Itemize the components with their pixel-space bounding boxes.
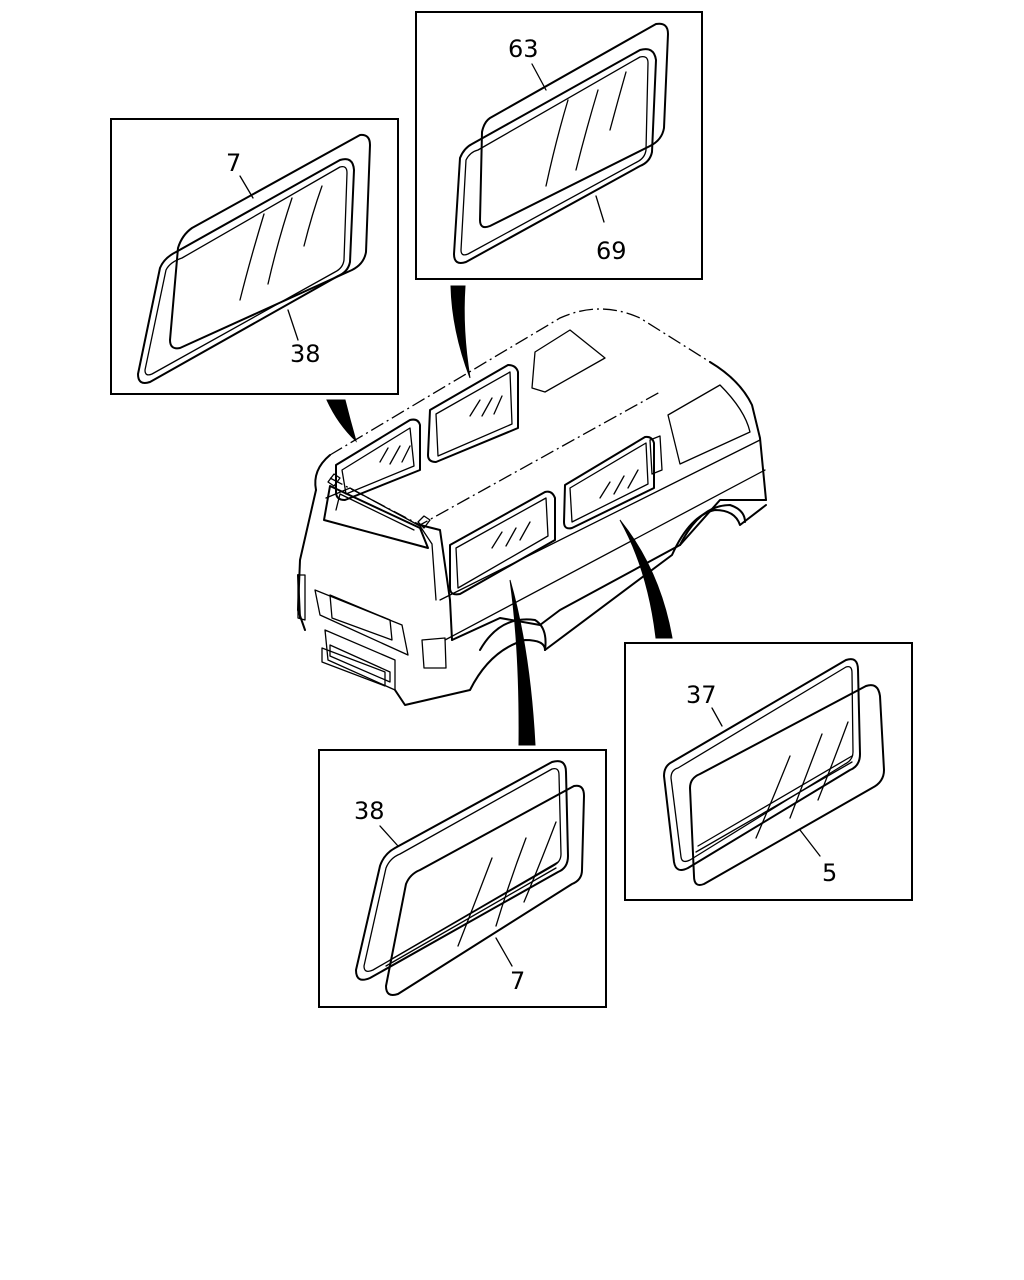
callout-7-top-left: 7 [226, 149, 241, 177]
callout-37-bottom-right: 37 [686, 681, 717, 709]
callout-38-bottom-center: 38 [354, 797, 385, 825]
callout-7-bottom-center: 7 [510, 967, 525, 995]
callout-69-top-right: 69 [596, 237, 627, 265]
inset-top-right: 63 69 [415, 11, 703, 280]
van-illustration [297, 308, 767, 706]
callout-63-top-right: 63 [508, 35, 539, 63]
pointer-top-left [326, 399, 357, 443]
callout-38-top-left: 38 [290, 340, 321, 368]
callout-5-bottom-right: 5 [822, 859, 837, 887]
inset-top-left: 7 38 [110, 118, 399, 395]
inset-bottom-right: 37 5 [624, 642, 913, 901]
pointer-bottom-center [509, 579, 536, 746]
pointer-top-right [450, 285, 471, 379]
pointer-wedges [326, 285, 673, 746]
pointer-bottom-right [619, 519, 673, 639]
inset-bottom-center: 38 7 [318, 749, 607, 1008]
